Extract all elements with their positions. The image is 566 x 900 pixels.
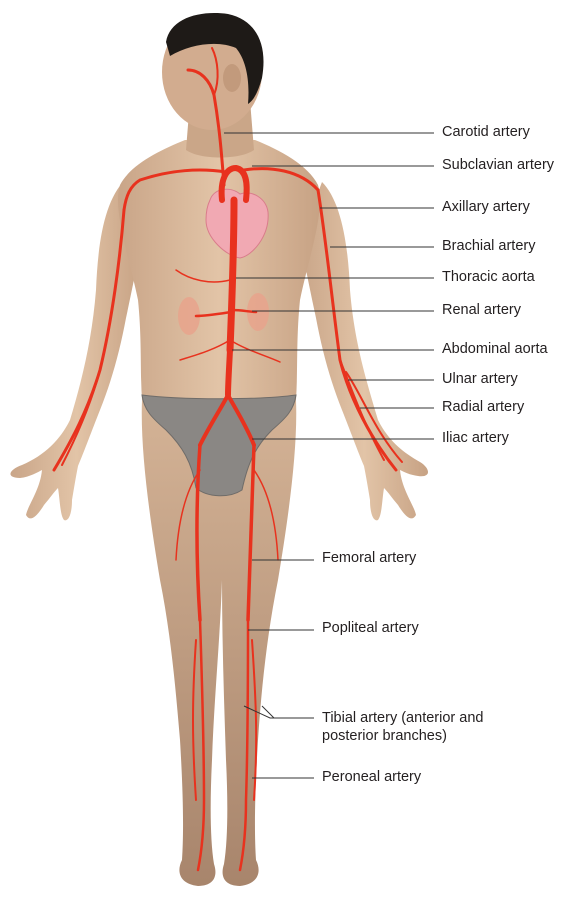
tibial-right [196, 618, 206, 872]
right-kidney [178, 297, 200, 335]
right-arm [10, 180, 142, 521]
peroneal-left [251, 639, 258, 801]
renal-left [230, 308, 258, 314]
briefs [141, 394, 297, 497]
iliac-right [198, 393, 230, 447]
label-femoral-artery: Femoral artery [322, 550, 417, 566]
forearm-right-2 [61, 369, 101, 466]
left-arm [300, 182, 428, 521]
carotid-branch [211, 47, 219, 96]
label-subclavian-artery: Subclavian artery [442, 157, 555, 173]
label-abdominal-aorta: Abdominal aorta [442, 341, 548, 357]
label-brachial-artery: Brachial artery [442, 238, 536, 254]
abdominal-aorta [225, 347, 233, 398]
label-radial-artery: Radial artery [442, 399, 525, 415]
leader-tibial-2 [261, 705, 275, 719]
tibial-left [238, 618, 250, 872]
label-popliteal-artery: Popliteal artery [322, 620, 419, 636]
arteries [52, 47, 403, 872]
label-thoracic-aorta: Thoracic aorta [442, 269, 535, 285]
femoral-left [246, 443, 256, 622]
hair [166, 13, 264, 105]
label-renal-artery: Renal artery [442, 302, 521, 318]
torso-branch-1 [175, 269, 231, 283]
left-kidney [247, 293, 269, 331]
label-iliac-artery: Iliac artery [442, 430, 509, 446]
label-carotid-artery: Carotid artery [442, 124, 530, 140]
iliac-left [226, 393, 256, 447]
subclavian-right [122, 168, 228, 212]
leader-lines [224, 132, 434, 779]
label-axillary-artery: Axillary artery [442, 199, 530, 215]
thigh-branch-1 [175, 469, 201, 561]
torso [117, 140, 321, 400]
label-peroneal-artery: Peroneal artery [322, 769, 422, 785]
subclavian-left [242, 167, 320, 192]
right-leg [141, 400, 230, 886]
peroneal-right [192, 639, 197, 801]
aortic-arch [218, 165, 250, 203]
leader-tibial [243, 705, 314, 719]
left-leg [214, 400, 297, 886]
renal-right [194, 310, 233, 318]
thigh-branch-2 [253, 469, 279, 561]
torso-branch-2 [179, 339, 231, 361]
ear [223, 64, 241, 92]
torso-branch-3 [229, 339, 281, 363]
label-ulnar-artery: Ulnar artery [442, 371, 518, 387]
femoral-right [195, 443, 202, 622]
ulnar-left [339, 359, 385, 461]
label-tibial-artery: Tibial artery (anterior and posterior br… [322, 710, 484, 744]
thoracic-aorta [226, 196, 238, 354]
